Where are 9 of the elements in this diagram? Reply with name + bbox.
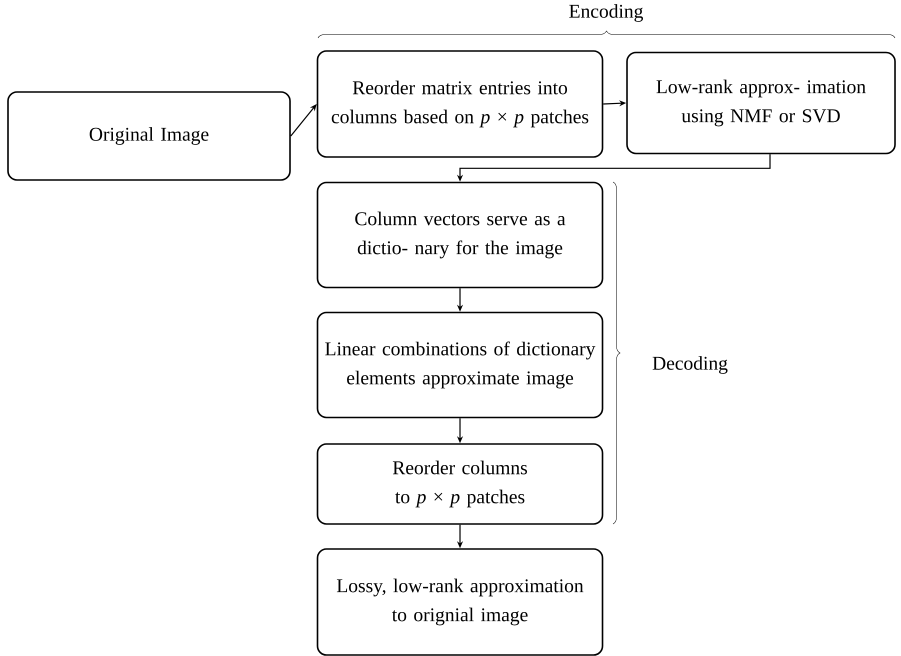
process-box: Column vectors serve as a dictio- nary for the image — [316, 182, 604, 288]
process-box: Low-rank approx- imation using NMF or SVD — [626, 52, 896, 154]
process-box: Lossy, low-rank approximation to orignial image — [316, 548, 604, 656]
process-box: Reorder matrix entries into columns based on p × p patches — [316, 50, 604, 158]
process-box: Original Image — [7, 91, 291, 181]
process-box: Linear combinations of dictionary elements approximate image — [316, 312, 604, 418]
brace-label: Encoding — [569, 4, 644, 22]
process-box: Reorder columns to p × p patches — [316, 443, 604, 525]
brace-label: Decoding — [652, 356, 728, 374]
